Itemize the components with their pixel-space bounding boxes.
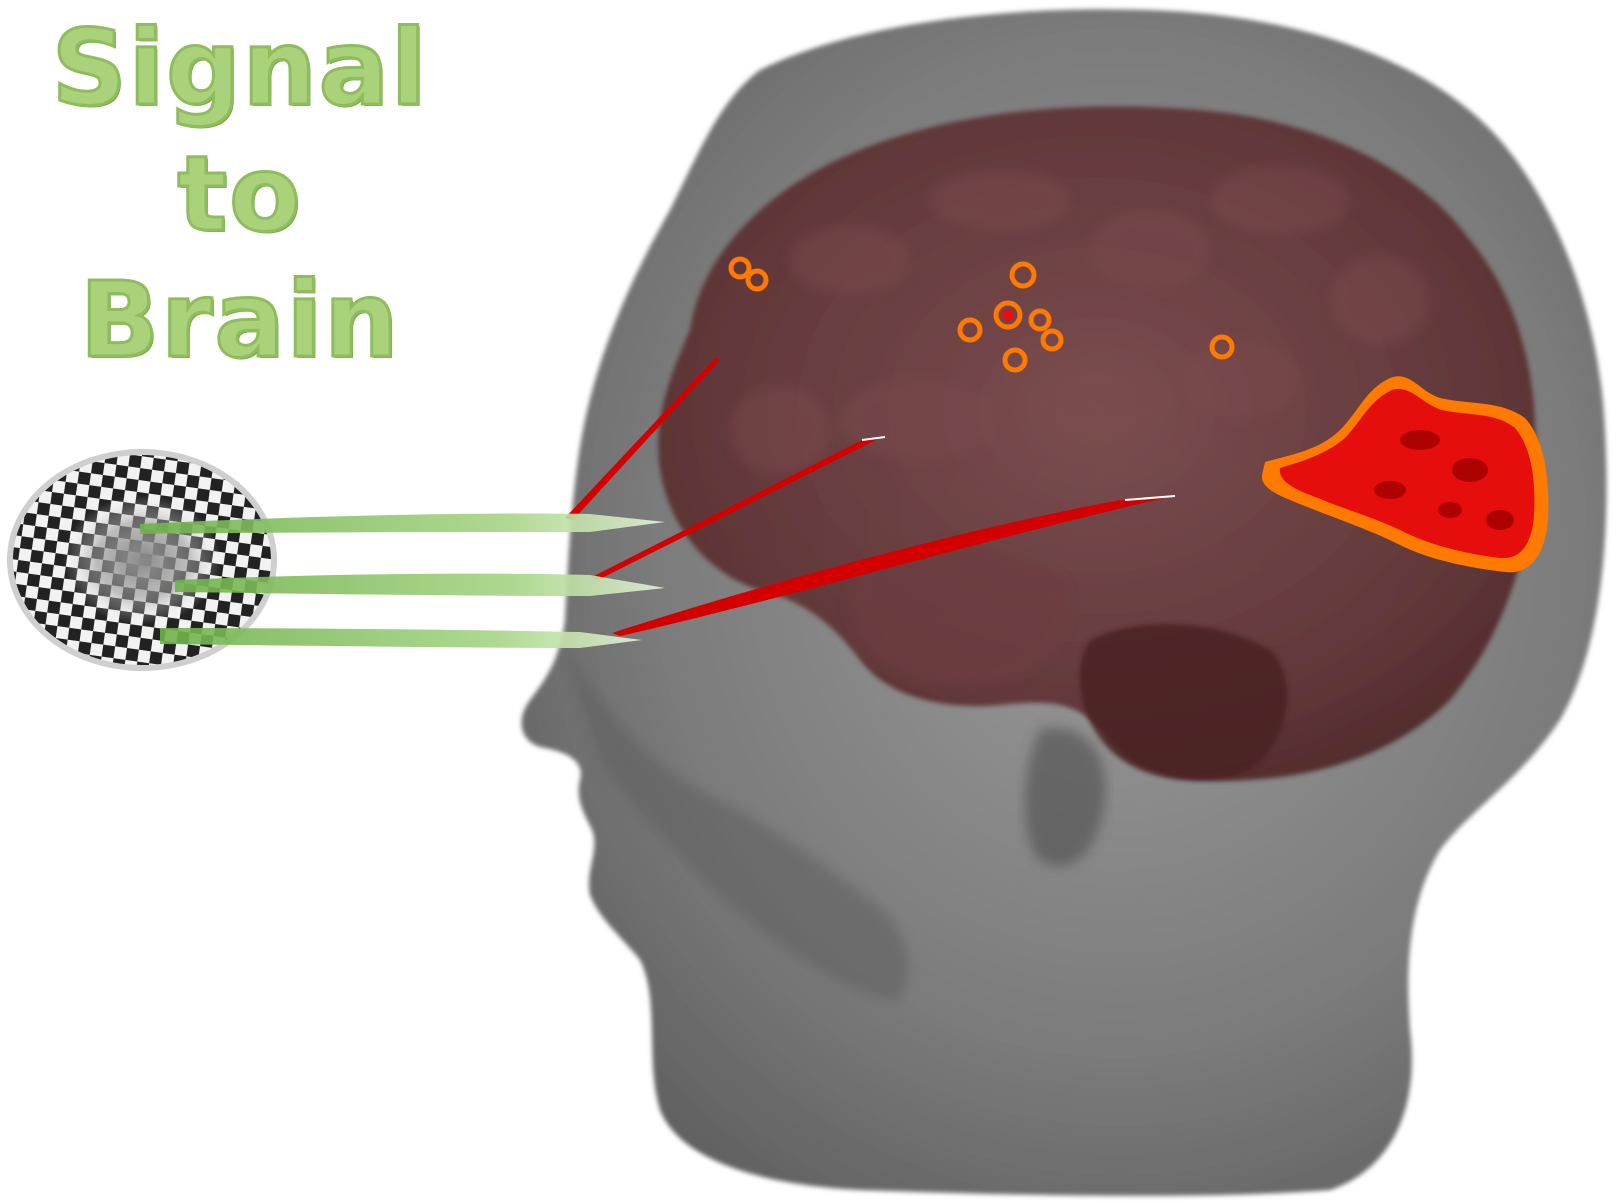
activation-core (1002, 309, 1014, 321)
